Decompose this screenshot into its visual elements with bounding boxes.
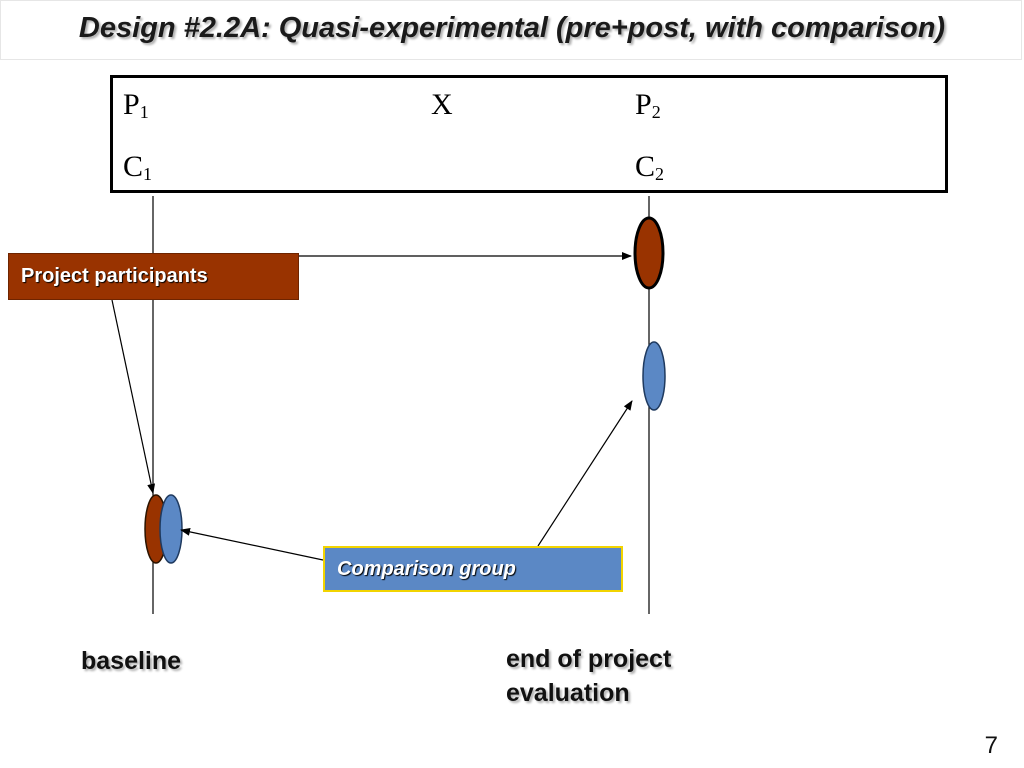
arrow-comparison-to-baseline <box>180 527 324 561</box>
end-label-line-2: evaluation <box>506 679 630 707</box>
symbol-x: X <box>431 88 453 121</box>
participants-end-ellipse <box>633 216 665 290</box>
slide-title: Design #2.2A: Quasi-experimental (pre+po… <box>78 12 946 44</box>
end-of-project-label: end of project evaluation <box>506 642 766 710</box>
symbol-p2: P2 <box>635 88 661 123</box>
project-participants-label: Project participants <box>8 253 299 300</box>
comparison-group-label: Comparison group <box>323 546 623 592</box>
arrow-comparison-to-end <box>537 400 633 547</box>
comparison-end-ellipse <box>642 341 666 411</box>
page-number: 7 <box>984 732 998 759</box>
title-bar <box>0 0 1022 60</box>
symbol-c1: C1 <box>123 150 153 185</box>
arrow-participants-to-baseline <box>111 299 156 494</box>
symbol-p1: P1 <box>123 88 149 123</box>
baseline-label: baseline <box>81 647 182 675</box>
comparison-baseline-ellipse <box>159 494 183 564</box>
symbol-c2: C2 <box>635 150 665 185</box>
design-notation-box: P1 X P2 C1 C2 <box>110 75 948 193</box>
end-label-line-1: end of project <box>506 645 672 673</box>
